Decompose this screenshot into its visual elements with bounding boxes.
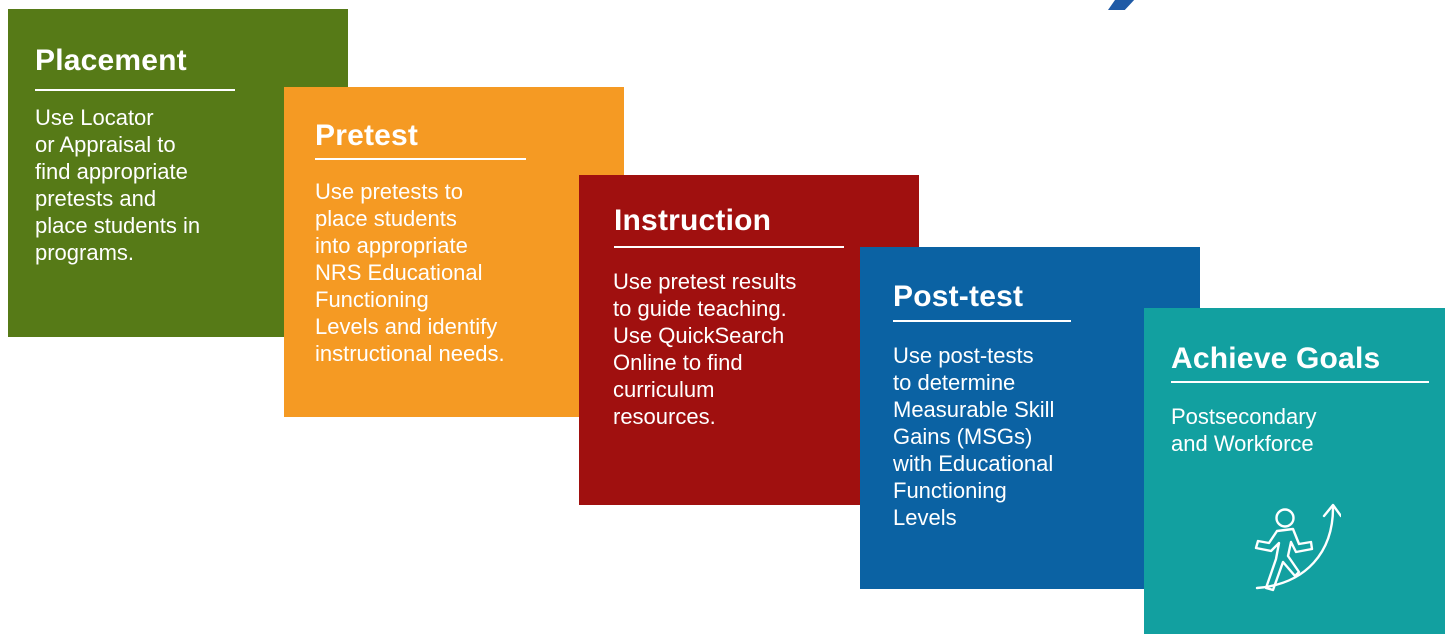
- step-pretest: Pretest Use pretests to place students i…: [284, 87, 624, 417]
- step-placement-title: Placement: [35, 44, 187, 77]
- step-pretest-underline: [315, 158, 526, 160]
- corner-accent-mark: [1108, 0, 1136, 10]
- step-instruction-text: Use pretest results to guide teaching. U…: [613, 269, 797, 429]
- step-achieve-goals-title: Achieve Goals: [1171, 342, 1381, 375]
- step-post-test-underline: [893, 320, 1071, 322]
- step-achieve-goals-underline: [1171, 381, 1429, 383]
- step-instruction-underline: [614, 246, 844, 248]
- step-achieve-goals: Achieve Goals Postsecondary and Workforc…: [1144, 308, 1445, 634]
- step-placement-text: Use Locator or Appraisal to find appropr…: [35, 105, 201, 265]
- person-climbing-arrow-icon: [1254, 503, 1341, 592]
- step-placement-underline: [35, 89, 235, 91]
- step-pretest-title: Pretest: [315, 119, 419, 152]
- step-pretest-text: Use pretests to place students into appr…: [315, 179, 505, 366]
- step-instruction-title: Instruction: [614, 204, 772, 237]
- step-achieve-goals-text: Postsecondary and Workforce: [1171, 404, 1317, 456]
- step-post-test-title: Post-test: [893, 280, 1024, 313]
- step-post-test-text: Use post-tests to determine Measurable S…: [893, 343, 1055, 530]
- step-post-test: Post-test Use post-tests to determine Me…: [860, 247, 1200, 589]
